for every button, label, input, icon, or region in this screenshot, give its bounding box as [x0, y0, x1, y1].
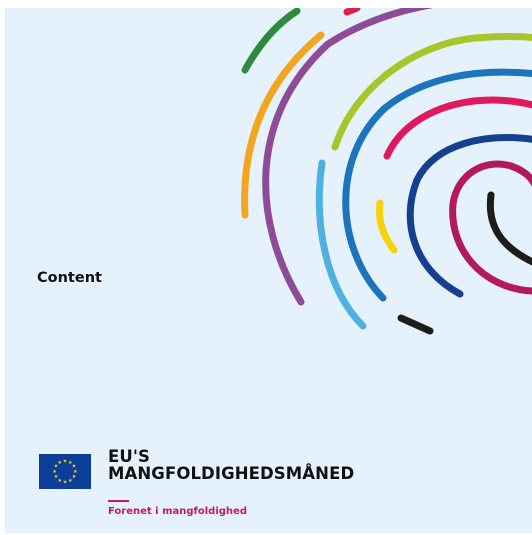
svg-text:★: ★ [54, 464, 59, 470]
tagline: Forenet i mangfoldighed [108, 506, 247, 517]
svg-text:★: ★ [72, 464, 77, 470]
tagline-divider [108, 500, 129, 502]
swirl-arc-orange [241, 31, 325, 219]
swirl-arc-crimson [449, 160, 532, 295]
swirl-arc-navy [406, 134, 532, 298]
slide-panel: Content ★ ★ ★ ★ ★ ★ ★ ★ ★ ★ ★ ★ [5, 8, 532, 533]
svg-text:★: ★ [72, 474, 77, 480]
swirl-arc-blue [342, 68, 532, 302]
swirl-arc-red-top [343, 8, 361, 16]
svg-text:★: ★ [68, 478, 73, 484]
fingerprint-swirl-icon [241, 8, 532, 335]
svg-text:★: ★ [68, 460, 73, 466]
title-line-2: MANGFOLDIGHEDSMÅNED [108, 464, 355, 483]
svg-text:★: ★ [58, 460, 63, 466]
content-label: Content [37, 270, 102, 286]
eu-flag-icon: ★ ★ ★ ★ ★ ★ ★ ★ ★ ★ ★ ★ [39, 454, 91, 489]
svg-text:★: ★ [73, 469, 78, 475]
swirl-arc-black-inner [486, 191, 532, 266]
swirl-arc-lime [331, 33, 532, 151]
swirl-arc-light-blue [315, 159, 367, 330]
svg-text:★: ★ [54, 474, 59, 480]
swirl-arc-magenta [383, 96, 532, 160]
svg-text:★: ★ [63, 459, 68, 465]
title-line-1: EU'S [108, 447, 151, 466]
svg-text:★: ★ [52, 469, 57, 475]
swirl-arc-dark-green [241, 8, 301, 74]
swirl-arc-black-bottom [397, 314, 434, 335]
svg-text:★: ★ [63, 479, 68, 485]
month-title: EU'S MANGFOLDIGHEDSMÅNED [108, 448, 354, 482]
svg-text:★: ★ [58, 478, 63, 484]
swirl-arc-yellow [376, 199, 398, 254]
swirl-arc-purple [262, 8, 434, 306]
